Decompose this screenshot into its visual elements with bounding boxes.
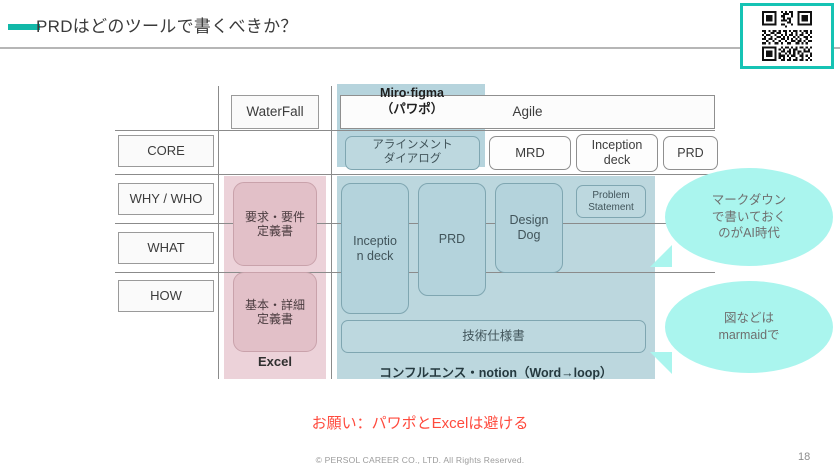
tool-band-excel-label: Excel	[258, 354, 292, 369]
balloon-mermaid-tail	[650, 352, 672, 374]
doc-basic-detail-spec-line2: 定義書	[256, 312, 293, 326]
doc-design-dog: Design Dog	[495, 183, 563, 273]
doc-prd-core: PRD	[663, 136, 718, 170]
tool-band-miro-label-line1: Miro·figma	[380, 86, 444, 100]
doc-problem-statement: Problem Statement	[576, 185, 646, 218]
doc-problem-statement-line2: Statement	[588, 201, 634, 213]
copyright-text: © PERSOL CAREER CO., LTD. All Rights Res…	[315, 455, 525, 465]
matrix-hrule-3	[115, 223, 715, 224]
row-label-what: WHAT	[118, 232, 214, 264]
matrix-vrule-left	[218, 86, 219, 379]
method-header-agile: Agile	[340, 95, 715, 129]
doc-alignment-dialog-line1: アラインメント	[372, 139, 453, 152]
footnote-warning: お願い：パワポとExcelは避ける	[311, 415, 529, 432]
balloon-mermaid-line1: 図などは	[723, 311, 774, 326]
row-label-core: CORE	[118, 135, 214, 167]
doc-mrd: MRD	[489, 136, 571, 170]
balloon-mermaid-line2: marmaidで	[718, 328, 780, 342]
matrix-hrule-1	[115, 130, 715, 131]
row-label-how: HOW	[118, 280, 214, 312]
matrix-hrule-4	[115, 272, 715, 273]
page-number: 18	[798, 451, 811, 463]
tool-band-confluence-label: コンフルエンス・notion（Word→loop）	[379, 366, 613, 380]
tool-band-miro-label-line2: （パワポ）	[380, 101, 444, 116]
row-label-why-who: WHY / WHO	[118, 183, 214, 215]
doc-alignment-dialog: アラインメント ダイアログ	[345, 136, 480, 170]
header-divider	[0, 47, 840, 49]
doc-requirements-spec-line1: 要求・要件	[244, 209, 305, 224]
doc-design-dog-line2: Dog	[517, 228, 541, 242]
doc-basic-detail-spec: 基本・詳細 定義書	[233, 272, 317, 352]
balloon-markdown-tail	[650, 245, 672, 267]
doc-alignment-dialog-line2: ダイアログ	[383, 153, 442, 165]
doc-inception-deck: Inceptio n deck	[341, 183, 409, 314]
qr-code-icon[interactable]	[748, 9, 826, 63]
doc-inception-deck-line1: Inceptio	[353, 233, 397, 248]
doc-basic-detail-spec-line1: 基本・詳細	[244, 297, 305, 312]
balloon-mermaid: 図などは marmaidで	[665, 281, 833, 373]
doc-inception-deck-core-line2: deck	[603, 153, 631, 167]
doc-inception-deck-core: Inception deck	[576, 134, 658, 172]
matrix-vrule-right	[331, 86, 332, 379]
doc-requirements-spec-line2: 定義書	[256, 224, 293, 238]
balloon-markdown-line2: で書いておく	[711, 209, 787, 224]
doc-requirements-spec: 要求・要件 定義書	[233, 182, 317, 266]
doc-technical-spec: 技術仕様書	[341, 320, 646, 353]
doc-problem-statement-line1: Problem	[592, 189, 630, 201]
title-accent-dash	[8, 24, 40, 30]
balloon-markdown-line1: マークダウン	[711, 192, 787, 207]
matrix-hrule-2	[115, 174, 715, 175]
doc-prd: PRD	[418, 183, 486, 296]
doc-design-dog-line1: Design	[509, 213, 549, 227]
doc-inception-deck-core-line1: Inception	[591, 138, 643, 152]
page-title: PRDはどのツールで書くべきか？	[36, 17, 298, 36]
method-header-waterfall: WaterFall	[231, 95, 319, 129]
doc-inception-deck-line2: n deck	[356, 248, 394, 263]
balloon-markdown: マークダウン で書いておく のがAI時代	[665, 168, 833, 266]
balloon-markdown-line3: のがAI時代	[718, 226, 780, 241]
